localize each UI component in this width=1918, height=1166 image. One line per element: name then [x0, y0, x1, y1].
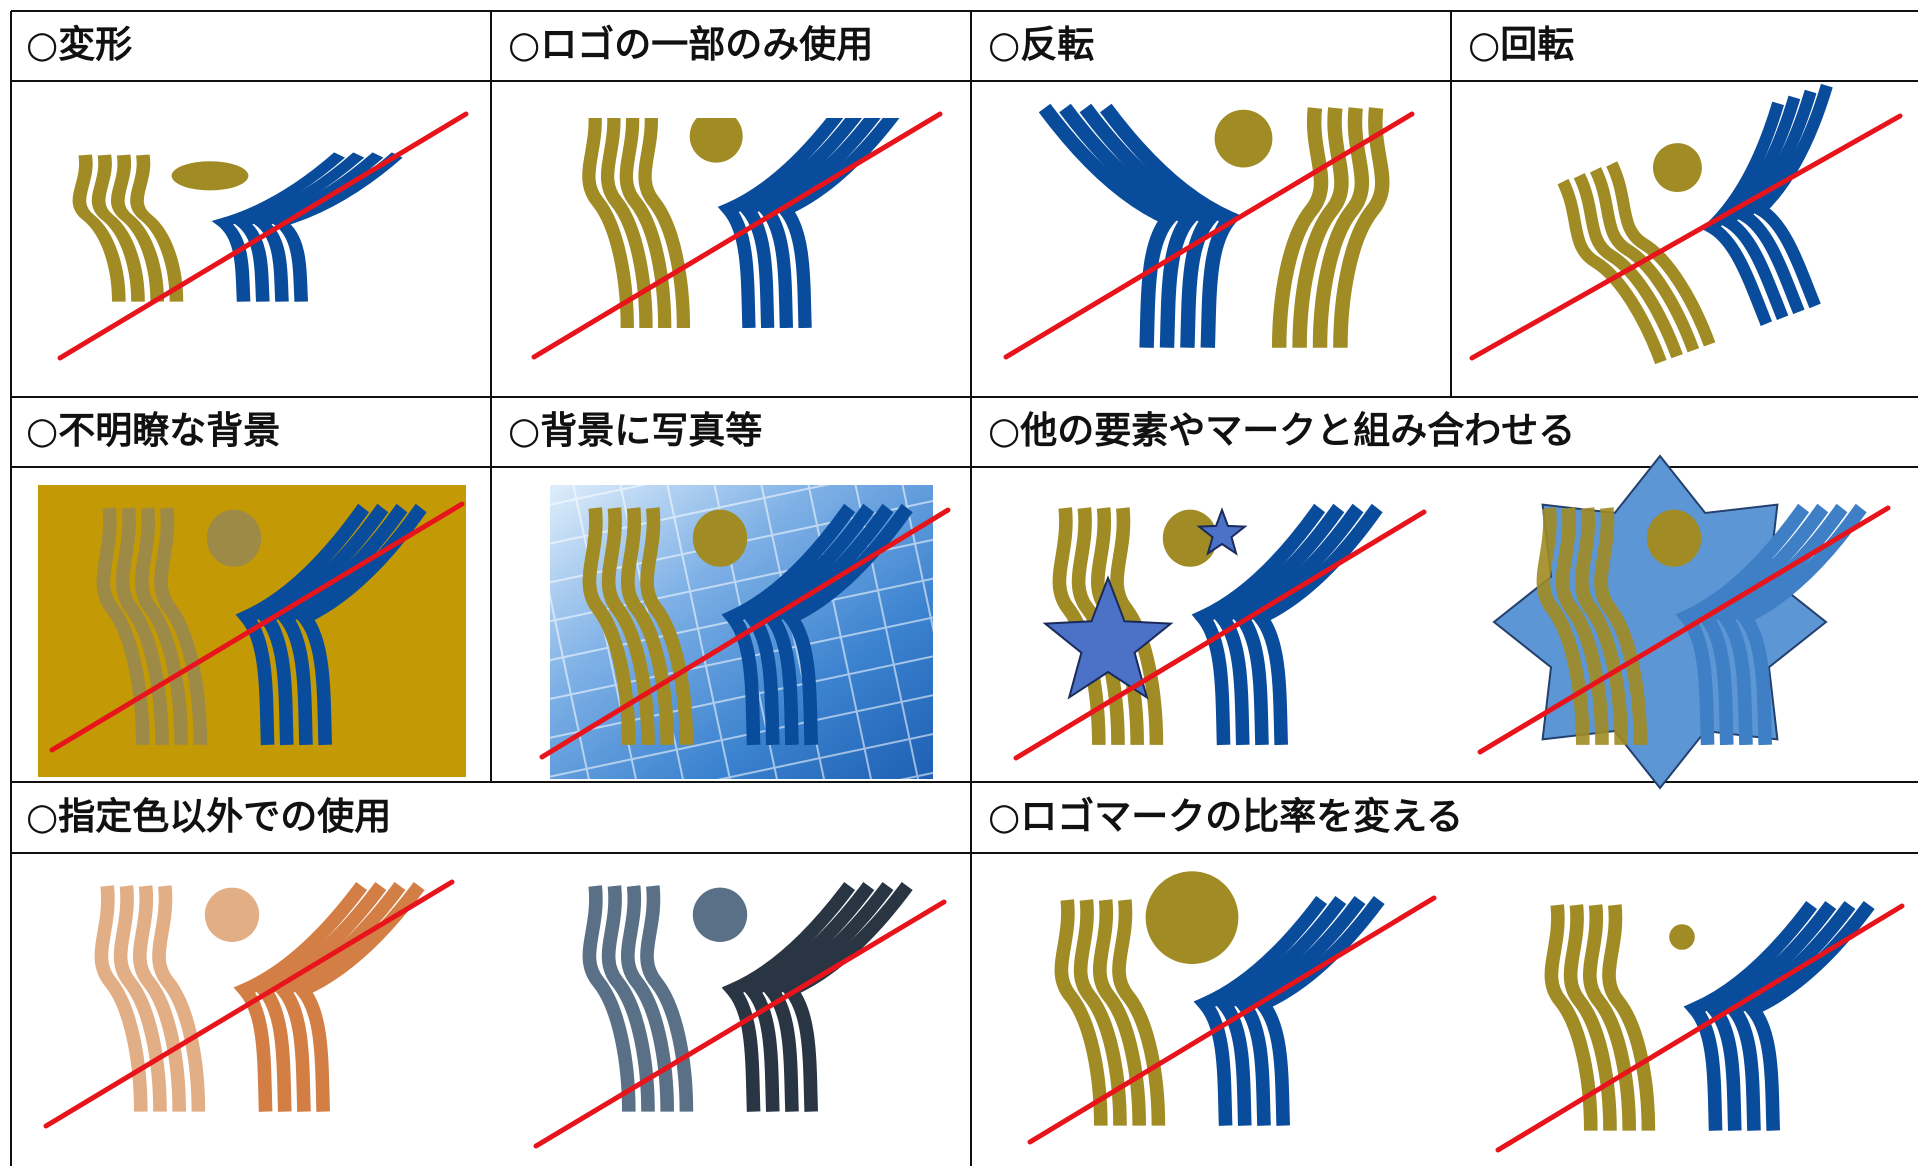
example-logos: [38, 83, 1875, 1131]
logo-partial-crop: [582, 118, 900, 328]
strike-color-warm: [43, 879, 455, 1129]
strike-flip: [1003, 111, 1415, 360]
header-non-designated-color: ○指定色以外での使用: [26, 795, 391, 838]
strike-combine-stars: [1013, 509, 1427, 761]
header-photo-background: ○背景に写真等: [508, 409, 762, 452]
logo-on-photo: [582, 503, 913, 746]
strike-color-slate: [533, 899, 947, 1149]
strike-combine-badge: [1477, 505, 1891, 755]
logo-slate: [582, 881, 913, 1112]
strike-unclear: [49, 501, 465, 753]
header-unclear-background: ○不明瞭な背景: [26, 409, 280, 452]
small-star: [1196, 507, 1248, 556]
logo-rotated: [1557, 83, 1833, 365]
table-grid-lines: [10, 10, 1918, 1166]
logo-on-unclear-bg: [96, 503, 427, 746]
header-ratio-change: ○ロゴマークの比率を変える: [988, 795, 1463, 838]
strike-deform: [57, 111, 469, 361]
strike-ratio-small: [1495, 903, 1905, 1153]
strike-rotate: [1469, 113, 1903, 361]
logo-deformed: [72, 152, 403, 302]
section-headers: ○変形 ○ロゴの一部のみ使用 ○反転 ○回転 ○不明瞭な背景 ○背景に写真等 ○…: [26, 23, 1575, 838]
strike-partial: [531, 111, 943, 360]
logo-with-badge: [1536, 503, 1867, 746]
header-deform: ○変形: [26, 23, 132, 66]
header-partial-use: ○ロゴの一部のみ使用: [508, 23, 873, 66]
starburst-badge: [1492, 454, 1828, 790]
header-flip: ○反転: [988, 23, 1094, 66]
prohibition-strikes: [43, 111, 1905, 1153]
strike-photo: [539, 507, 951, 760]
strike-ratio-big: [1027, 895, 1437, 1145]
large-star: [1042, 575, 1174, 700]
header-rotate: ○回転: [1468, 23, 1574, 66]
logo-small-head: [1544, 900, 1875, 1131]
header-combine-elements: ○他の要素やマークと組み合わせる: [988, 409, 1575, 452]
logo-partial-inner: [582, 118, 900, 328]
